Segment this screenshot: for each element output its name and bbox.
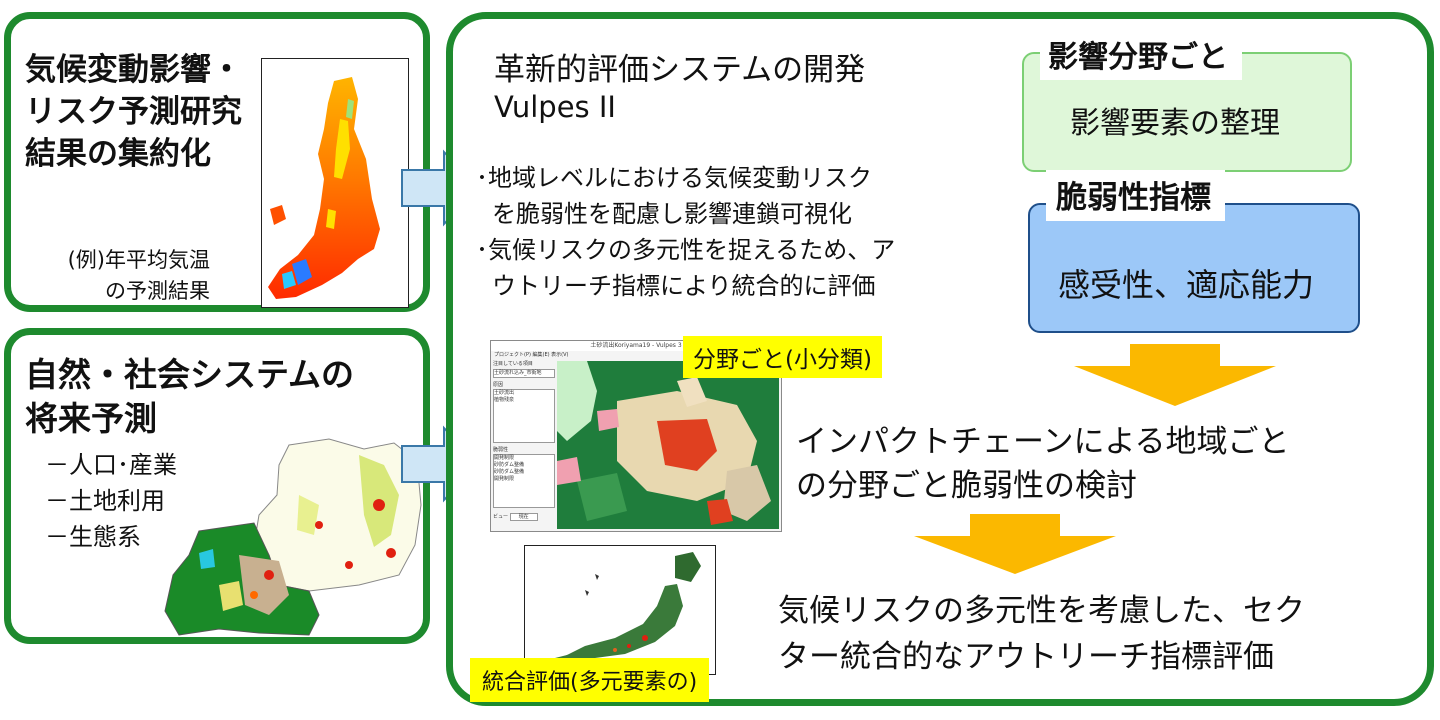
arrow-down-bottom-icon <box>914 514 1116 574</box>
arrow-down-top-icon <box>1074 344 1276 406</box>
research-results-panel: 気候変動影響・ リスク予測研究 結果の集約化 (例)年平均気温 の予測結果 <box>4 12 430 312</box>
integrated-label: 統合評価(多元要素の) <box>470 658 710 702</box>
example-caption: (例)年平均気温 の予測結果 <box>67 248 210 303</box>
vulpes-screenshot: 土砂流出Koriyama19 - Vulpes 3 プロジェクト(P) 編集(E… <box>490 340 782 532</box>
window-title: 土砂流出Koriyama19 - Vulpes 3 <box>491 341 781 351</box>
cause-list[interactable]: 土砂流出 植物残泉 <box>493 389 555 443</box>
research-results-title: 気候変動影響・ リスク予測研究 結果の集約化 <box>25 52 242 172</box>
future-projection-panel: 自然・社会システムの 将来予測 －人口･産業 －土地利用 －生態系 <box>4 328 430 644</box>
focus-item-select[interactable]: 土砂流れ込み_市街地 <box>493 369 555 378</box>
temperature-map-image <box>261 58 409 308</box>
land-use-map-image <box>159 435 429 640</box>
vulnerability-list[interactable]: 開発制限 砂防ダム整備 砂防ダム整備 開発制限 <box>493 454 555 508</box>
window-menu: プロジェクト(P) 編集(E) 表示(V) <box>494 352 569 358</box>
main-subheading: Vulpes II <box>494 90 616 124</box>
main-heading: 革新的評価システムの開発 <box>494 52 866 88</box>
step2-text: 気候リスクの多元性を考慮した、セク ター統合的なアウトリーチ指標評価 <box>778 593 1305 675</box>
vulpes-map-image <box>557 361 779 529</box>
step1-text: インパクトチェーンによる地域ごと の分野ごと脆弱性の検討 <box>796 424 1290 504</box>
future-projection-title: 自然・社会システムの 将来予測 <box>25 355 355 438</box>
projection-items: －人口･産業 －土地利用 －生態系 <box>45 451 177 551</box>
left-panel: 注目している項目 土砂流れ込み_市街地 原因 土砂流出 植物残泉 脆弱性 開発制… <box>493 361 555 525</box>
vulnerability-title: 脆弱性指標 <box>1046 170 1225 221</box>
vulnerability-body: 感受性、適応能力 <box>1058 266 1315 304</box>
integrated-map-image <box>524 545 716 675</box>
impact-body: 影響要素の整理 <box>1070 106 1280 141</box>
main-bullets: ･地域レベルにおける気候変動リスク を脆弱性を配慮し影響連鎖可視化 ･気候リスク… <box>476 164 896 300</box>
view-select[interactable]: 現在 <box>509 513 538 521</box>
impact-title: 影響分野ごと <box>1040 30 1242 80</box>
sector-label: 分野ごと(小分類) <box>683 336 882 378</box>
